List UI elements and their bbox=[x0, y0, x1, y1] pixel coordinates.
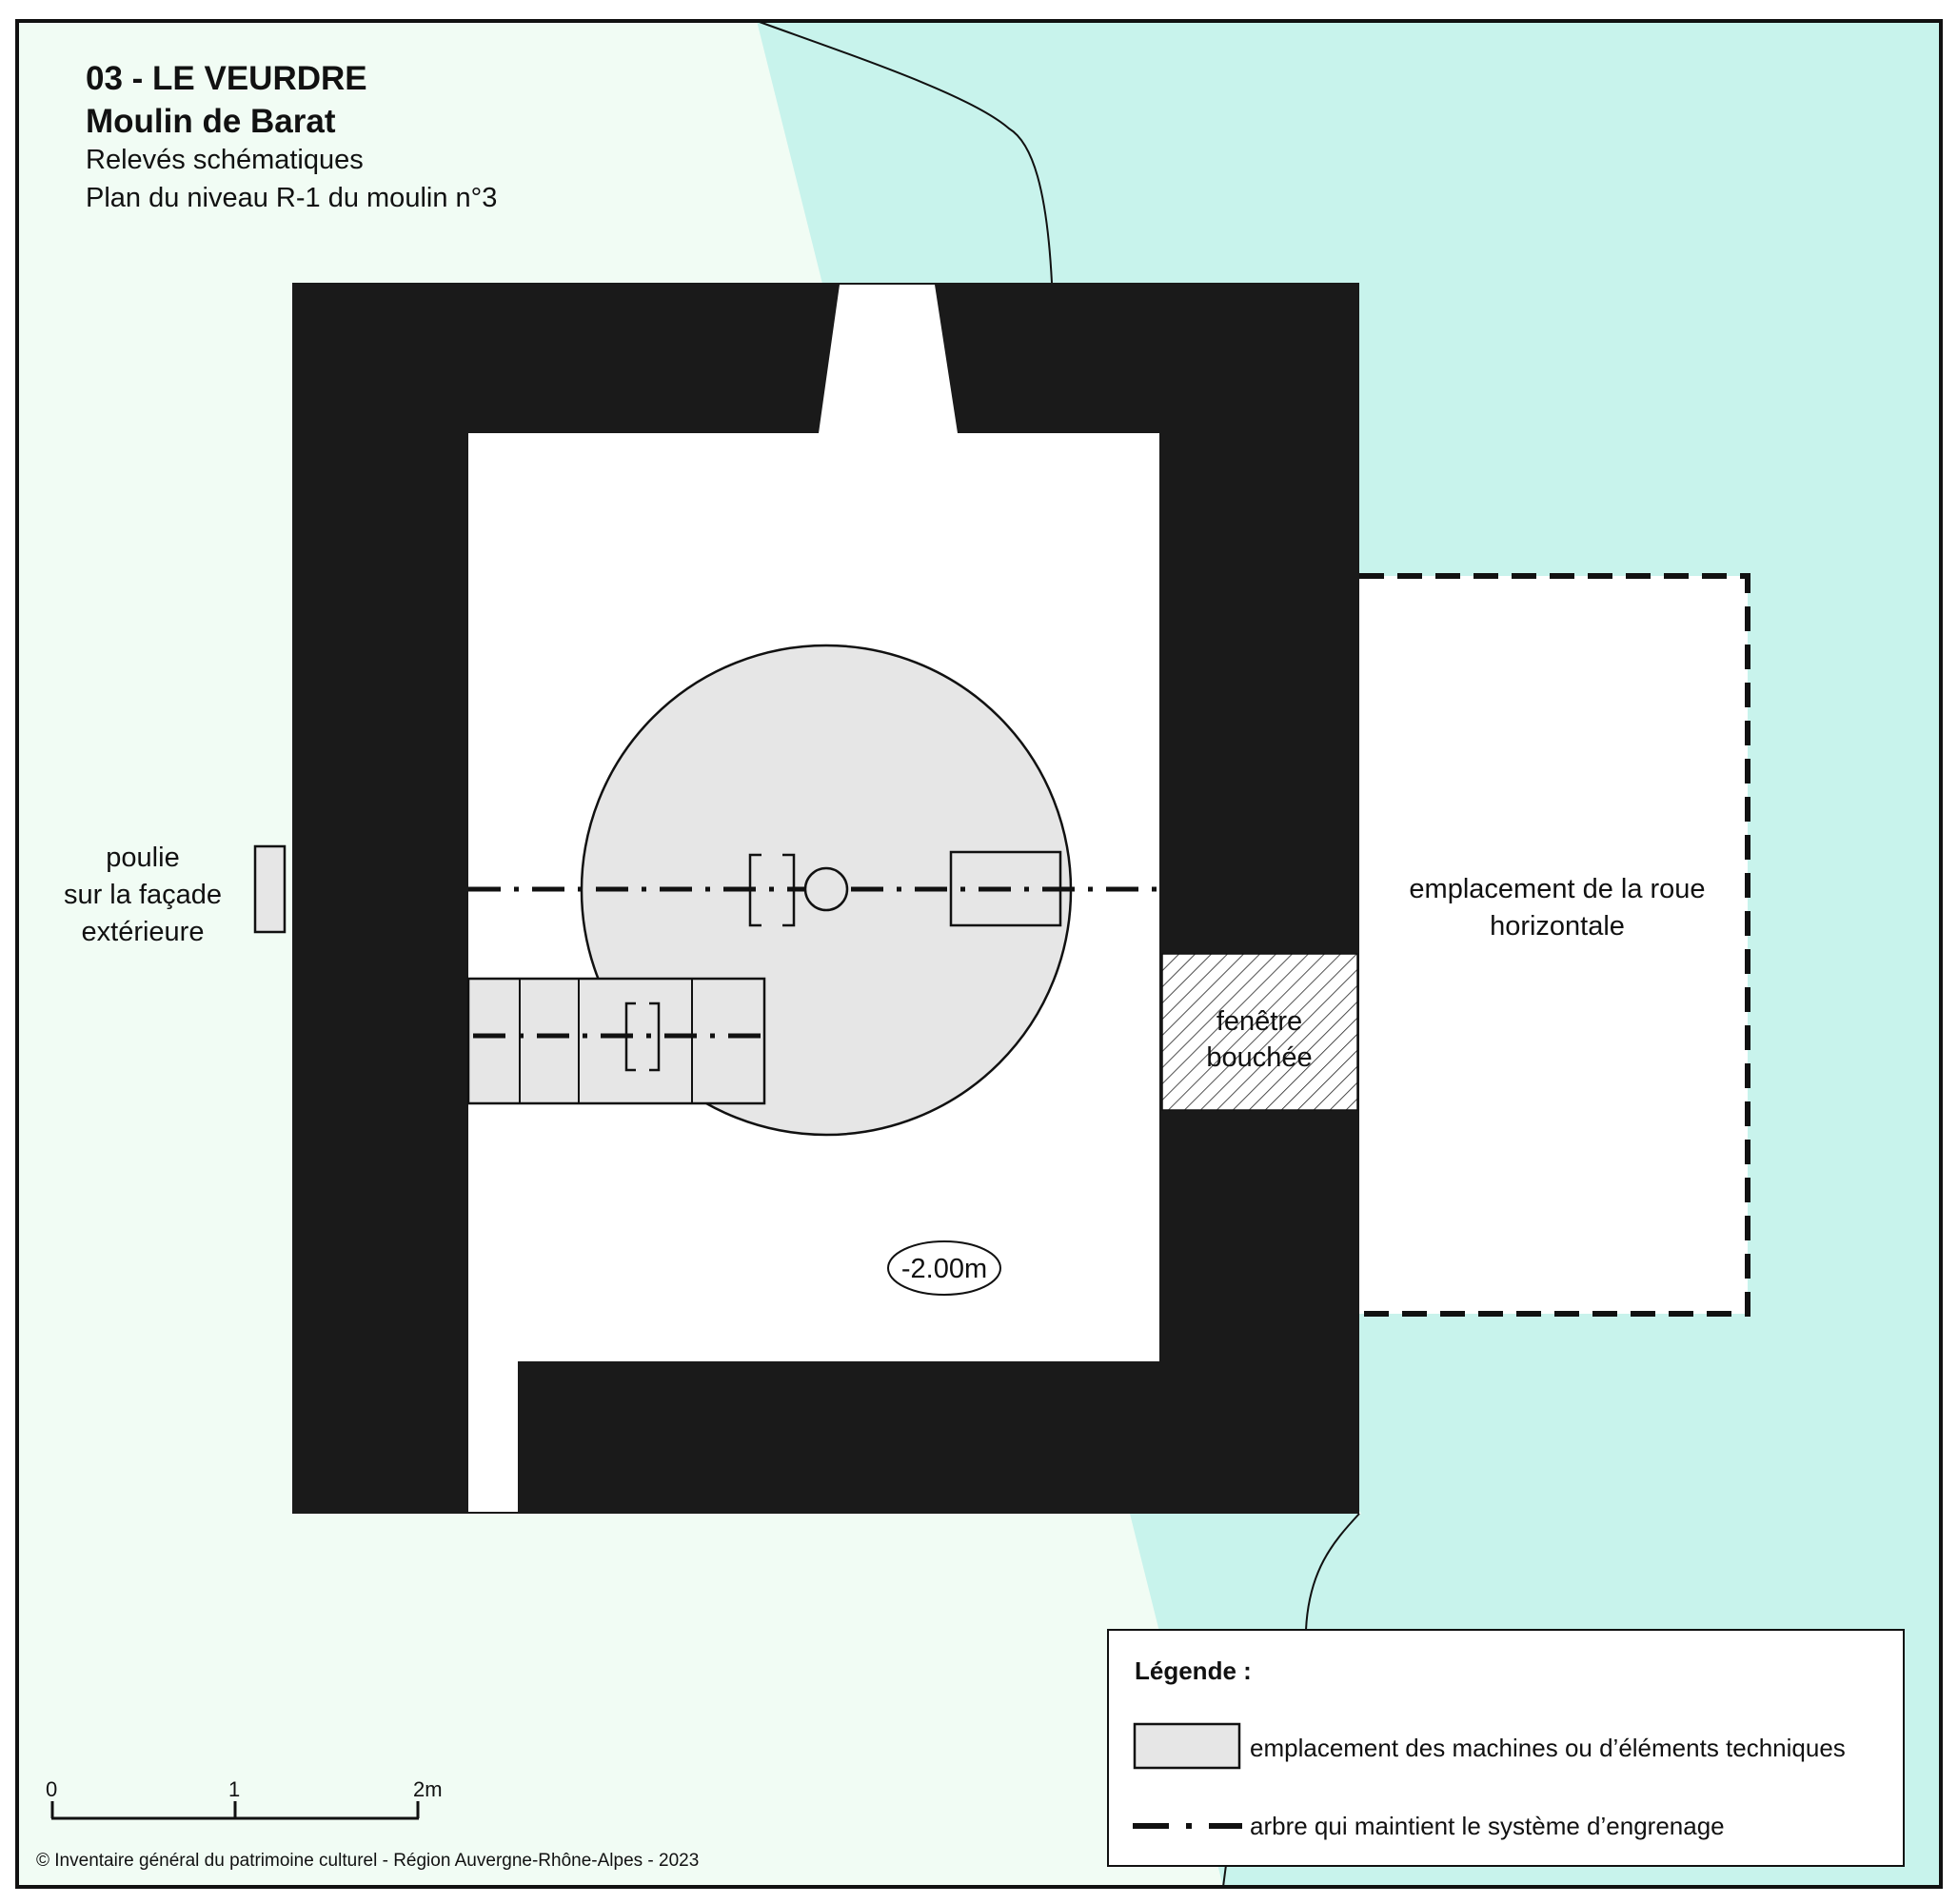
legend-machine-label: emplacement des machines ou d’éléments t… bbox=[1250, 1734, 1846, 1762]
bearing-bracket-main bbox=[748, 853, 796, 927]
bottom-doorway bbox=[468, 1361, 518, 1512]
wheel-location-outline bbox=[1359, 573, 1750, 1317]
blocked-window-label-1: fenêtre bbox=[1216, 1006, 1302, 1037]
blocked-window-hatch bbox=[1161, 953, 1358, 1111]
bearing-bracket-lower bbox=[624, 1002, 661, 1072]
level-marker-value: -2.00m bbox=[901, 1254, 987, 1284]
top-wall-opening bbox=[819, 285, 958, 433]
pulley-label-1: poulie bbox=[106, 843, 179, 873]
scale-label-2: 2m bbox=[413, 1777, 443, 1801]
title-commune: 03 - LE VEURDRE bbox=[86, 60, 367, 97]
wheel-location-label-1: emplacement de la roue bbox=[1409, 874, 1705, 904]
level-marker-ellipse bbox=[887, 1240, 1001, 1296]
scale-bar: 0 1 2m bbox=[46, 1777, 443, 1820]
legend-box: Légende : emplacement des machines ou d’… bbox=[1107, 1629, 1905, 1867]
subtitle-releves: Relevés schématiques bbox=[86, 145, 364, 175]
pulley-outer-facade bbox=[253, 844, 287, 934]
page-frame bbox=[15, 19, 1943, 1889]
blocked-window-label-2: bouchée bbox=[1206, 1042, 1312, 1073]
copyright-credit: © Inventaire général du patrimoine cultu… bbox=[36, 1851, 699, 1871]
vertical-axle-circle bbox=[803, 866, 849, 912]
scale-label-1: 1 bbox=[228, 1777, 240, 1801]
wheel-location-label-2: horizontale bbox=[1490, 911, 1625, 942]
title-mill: Moulin de Barat bbox=[86, 103, 336, 140]
shore-line-top bbox=[756, 20, 1053, 284]
pulley-label-3: extérieure bbox=[82, 917, 205, 947]
legend-title: Légende : bbox=[1135, 1656, 1252, 1685]
subtitle-plan: Plan du niveau R-1 du moulin n°3 bbox=[86, 183, 497, 213]
legend-shaft-label: arbre qui maintient le système d’engrena… bbox=[1250, 1812, 1725, 1840]
pulley-label-2: sur la façade bbox=[64, 880, 222, 910]
scale-label-0: 0 bbox=[46, 1777, 57, 1801]
legend-machine-swatch bbox=[1133, 1722, 1241, 1770]
lower-machine-block bbox=[466, 977, 766, 1105]
